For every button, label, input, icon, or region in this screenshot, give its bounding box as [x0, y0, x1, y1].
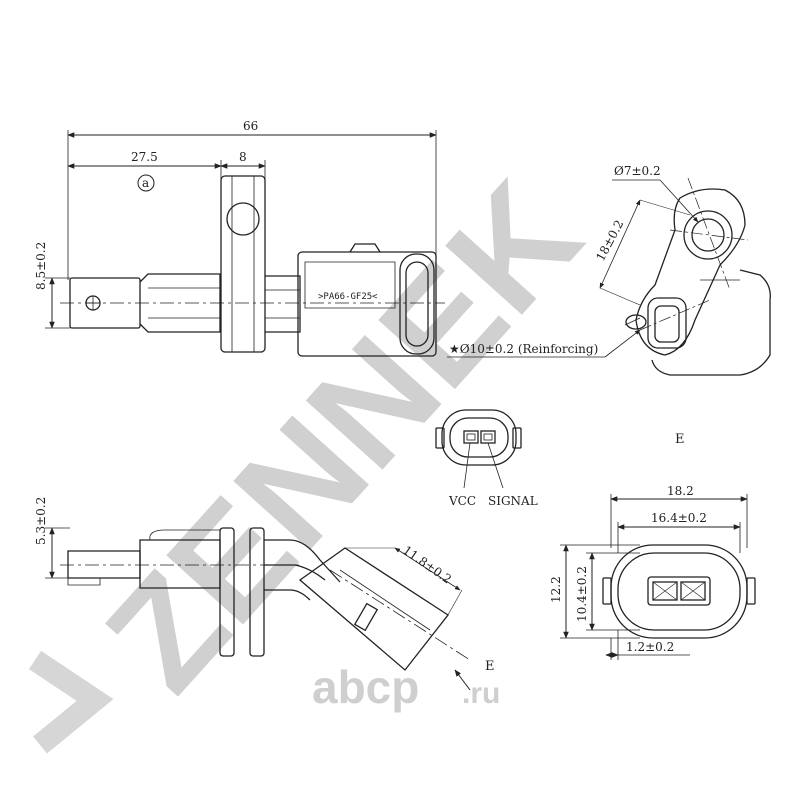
side-view	[45, 130, 445, 357]
marker-label: a	[142, 176, 149, 190]
dim-head-height: 8.5±0.2	[34, 242, 48, 290]
connector-face	[435, 409, 522, 489]
watermark-chevron-icon	[28, 650, 114, 754]
connector-detail	[560, 494, 756, 660]
dim-total-length: 66	[243, 119, 258, 133]
shop-watermark-tld: .ru	[462, 677, 500, 710]
flange-view	[447, 177, 771, 376]
pin-label-signal: SIGNAL	[488, 494, 538, 508]
view-label-top: E	[675, 432, 685, 447]
brand-watermark: ZENNEK	[28, 151, 612, 754]
dim-flange-width: 8	[239, 150, 247, 164]
dim-outer-width: 18.2	[667, 484, 694, 498]
marker-circle-icon	[137, 174, 155, 192]
dim-to-flange: 27.5	[131, 150, 158, 164]
shop-watermark-text: abcp	[312, 661, 419, 713]
dim-hole-diameter: Ø7±0.2	[614, 164, 661, 178]
bottom-view	[45, 527, 471, 691]
view-label-bottom: E	[485, 659, 495, 674]
shop-watermark: abcp .ru	[312, 661, 500, 713]
dim-inner-height: 10.4±0.2	[575, 566, 589, 622]
watermark-brand-text: ZENNEK	[74, 151, 612, 722]
dim-connector-length: 11.8±0.2	[400, 543, 454, 587]
dim-wall-thickness: 1.2±0.2	[626, 640, 674, 654]
material-label: >PA66-GF25<	[318, 292, 378, 302]
dim-bottom-height: 5.3±0.2	[34, 497, 48, 545]
dim-outer-height: 12.2	[549, 576, 563, 603]
pin-label-vcc: VCC	[448, 494, 476, 508]
dim-inner-width: 16.4±0.2	[651, 511, 707, 525]
reinforcing-note: ★Ø10±0.2 (Reinforcing)	[449, 342, 598, 356]
